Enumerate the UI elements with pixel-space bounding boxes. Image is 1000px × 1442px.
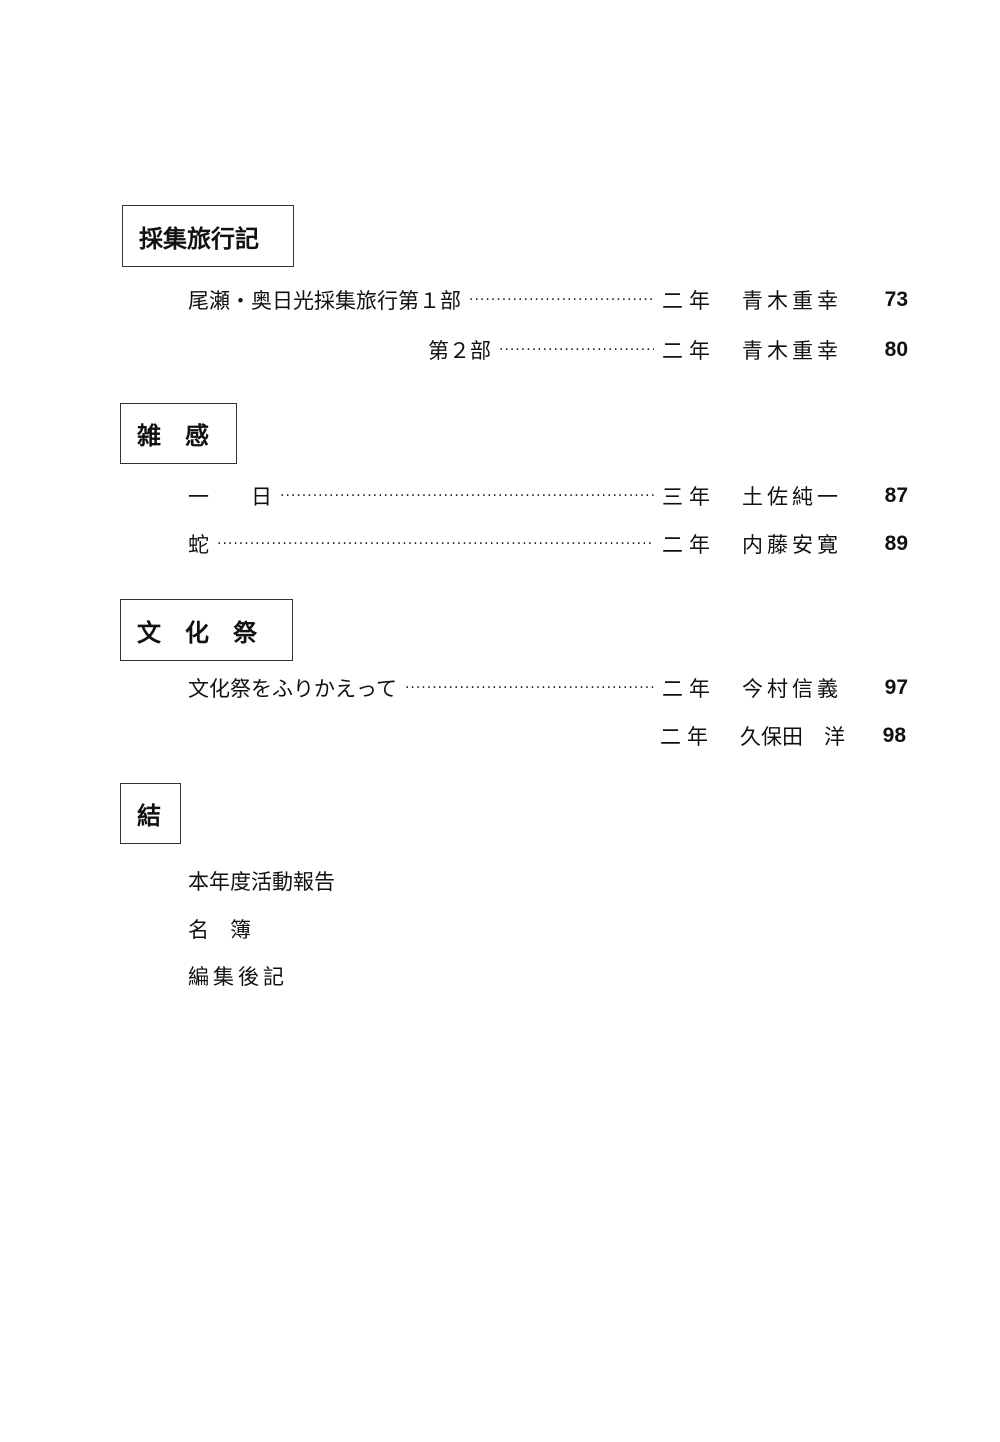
entry-grade: 二年: [662, 339, 716, 363]
section-heading: 雑 感: [137, 422, 209, 450]
entry-page: 97: [884, 676, 908, 699]
toc-entry[interactable]: 二年 久保田 洋 98: [660, 720, 908, 752]
section-heading: 文 化 祭: [137, 618, 257, 647]
leader-dots: [280, 488, 654, 504]
leader-dots: [499, 342, 654, 358]
section-heading-box: 結: [120, 783, 181, 844]
toc-item[interactable]: 編集後記: [188, 965, 288, 989]
toc-entry[interactable]: 尾瀬・奥日光採集旅行第１部 二年 青木重幸 73: [188, 284, 908, 316]
toc-entry[interactable]: 文化祭をふりかえって 二年 今村信義 97: [188, 672, 908, 704]
leader-dots: [405, 680, 654, 696]
entry-grade: 二年: [662, 533, 716, 557]
entry-page: 89: [884, 532, 908, 555]
section-heading-box: 雑 感: [120, 403, 237, 464]
entry-page: 87: [884, 484, 908, 507]
leader-dots: [217, 536, 654, 552]
leader-dots: [469, 292, 654, 308]
entry-grade: 二年: [662, 677, 716, 701]
entry-grade: 二年: [660, 725, 714, 749]
toc-item[interactable]: 本年度活動報告: [188, 870, 335, 894]
entry-author: 内藤安寛: [742, 533, 842, 557]
entry-author: 土佐純一: [742, 485, 842, 509]
entry-title: 尾瀬・奥日光採集旅行第１部: [188, 289, 461, 313]
section-heading-box: 採集旅行記: [122, 205, 294, 267]
entry-author: 今村信義: [742, 677, 842, 701]
section-heading-box: 文 化 祭: [120, 599, 293, 661]
entry-author: 青木重幸: [742, 289, 842, 313]
entry-title: 文化祭をふりかえって: [188, 677, 397, 701]
entry-author: 久保田 洋: [740, 725, 845, 749]
entry-title: 一 日: [188, 485, 272, 509]
toc-entry[interactable]: 一 日 三年 土佐純一 87: [188, 480, 908, 512]
entry-title: 第２部: [428, 339, 491, 363]
section-heading: 結: [137, 802, 161, 830]
entry-page: 73: [884, 288, 908, 311]
entry-page: 80: [884, 338, 908, 361]
entry-page: 98: [882, 724, 906, 747]
section-heading: 採集旅行記: [139, 224, 259, 253]
toc-entry[interactable]: 蛇 二年 内藤安寛 89: [188, 528, 908, 560]
entry-author: 青木重幸: [742, 339, 842, 363]
entry-grade: 二年: [662, 289, 716, 313]
toc-item[interactable]: 名 簿: [188, 918, 251, 942]
entry-grade: 三年: [662, 485, 716, 509]
toc-entry[interactable]: 第２部 二年 青木重幸 80: [428, 334, 908, 366]
entry-title: 蛇: [188, 533, 209, 557]
